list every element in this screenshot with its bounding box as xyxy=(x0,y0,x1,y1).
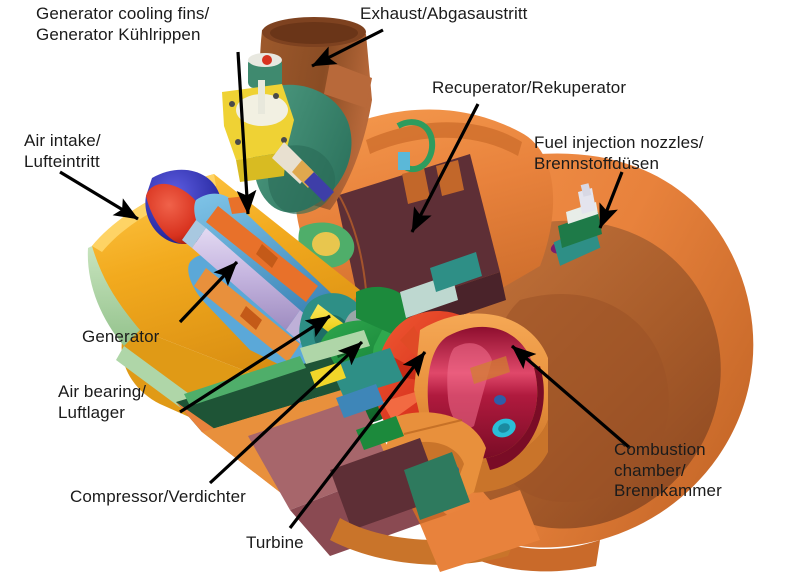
callout-label-exhaust: Exhaust/Abgasaustritt xyxy=(360,4,528,23)
callout-label-recuperator: Recuperator/Rekuperator xyxy=(432,78,627,97)
combustor-port xyxy=(494,395,506,405)
fuel-nozzle-tip xyxy=(578,188,596,214)
generator-magnet-notch-1 xyxy=(256,244,278,268)
callout-label-generator: Generator xyxy=(82,327,160,346)
fuel-nozzle-stem xyxy=(580,183,592,197)
callout-label-fuel-injection-nozzles: Fuel injection nozzles/ Brennstoffdüsen xyxy=(534,133,704,173)
mount-bolt-1 xyxy=(229,101,235,107)
mount-bolt-2 xyxy=(235,139,241,145)
exhaust-mouth-inner xyxy=(270,22,358,44)
mid-teal-panel xyxy=(430,252,482,292)
generator-rotor xyxy=(192,228,300,330)
fuel-nozzle-body xyxy=(558,212,602,248)
recuperator-band xyxy=(366,122,522,156)
mount-cylinder-dot xyxy=(262,55,272,65)
combustor-can-detail xyxy=(470,356,510,384)
air-intake-nose xyxy=(146,183,204,244)
mount-bolt-3 xyxy=(273,93,279,99)
callout-label-turbine: Turbine xyxy=(246,533,304,552)
generator-sleeve-left xyxy=(182,220,206,248)
callout-label-air-bearing: Air bearing/ Luftlager xyxy=(58,382,147,422)
air-intake-edge xyxy=(87,246,140,346)
fuel-nozzle-group xyxy=(550,183,602,266)
mount-post xyxy=(258,80,265,114)
mount-conduit-tip xyxy=(304,172,334,202)
exhaust-cut-flap xyxy=(324,62,372,108)
callout-label-compressor: Compressor/Verdichter xyxy=(70,487,246,506)
callout-label-generator-cooling-fins: Generator cooling fins/ Generator Kühlri… xyxy=(36,4,210,44)
mount-bolt-4 xyxy=(281,137,287,143)
callout-label-combustion-chamber: Combustion chamber/ Brennkammer xyxy=(614,440,722,501)
callout-label-air-intake: Air intake/ Lufteintritt xyxy=(24,131,101,171)
exhaust-ring-green-hole xyxy=(312,232,340,256)
bottom-shell-2 xyxy=(420,490,540,572)
compressor-green-upper xyxy=(356,286,414,334)
combustor-seal-ring-bore xyxy=(498,423,510,433)
exhaust-handle-plate xyxy=(398,152,410,170)
